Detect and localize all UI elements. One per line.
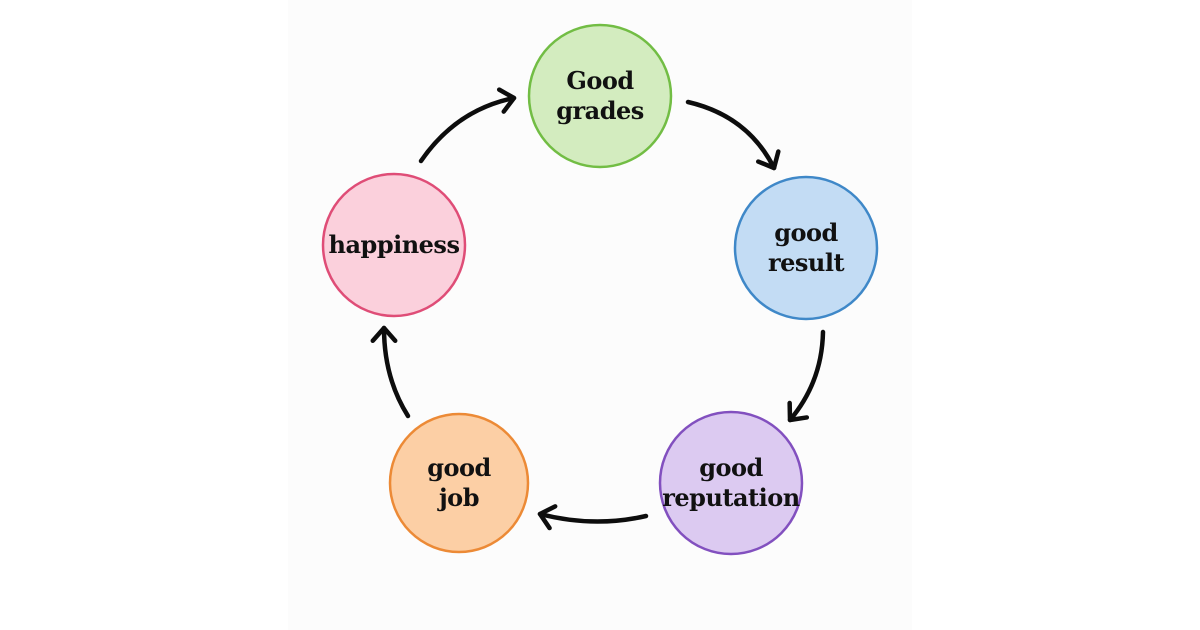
node-label: result <box>768 248 844 277</box>
arrow-shaft <box>418 95 517 164</box>
node-label: good <box>427 453 491 482</box>
arrow-shaft <box>381 325 411 419</box>
node-label: reputation <box>662 483 799 512</box>
node-label: good <box>699 453 763 482</box>
node-circle <box>658 410 804 556</box>
arrowhead-icon <box>787 400 810 423</box>
arrowhead-icon <box>756 149 781 171</box>
arrow-shaft <box>537 511 649 524</box>
node-circle <box>527 23 673 169</box>
arrow-shaft <box>787 329 826 423</box>
node-circle <box>321 172 467 318</box>
arrow-good-job-to-happiness <box>370 325 411 419</box>
node-label: happiness <box>329 230 460 259</box>
node-circle <box>388 412 530 554</box>
node-label: job <box>437 483 479 512</box>
arrow-shaft <box>685 99 777 171</box>
arrowhead-icon <box>496 87 517 114</box>
arrow-good-result-to-good-reputation <box>787 329 826 423</box>
node-label: good <box>774 218 838 247</box>
node-circle <box>733 175 879 321</box>
arrowhead-icon <box>370 325 398 344</box>
arrow-good-grades-to-good-result <box>685 99 781 171</box>
node-label: Good <box>566 66 634 95</box>
arrowhead-icon <box>537 504 558 531</box>
node-label: grades <box>556 96 644 125</box>
arrow-happiness-to-good-grades <box>418 87 517 164</box>
node-happiness: happiness <box>321 172 467 318</box>
arrow-good-reputation-to-good-job <box>537 504 649 531</box>
